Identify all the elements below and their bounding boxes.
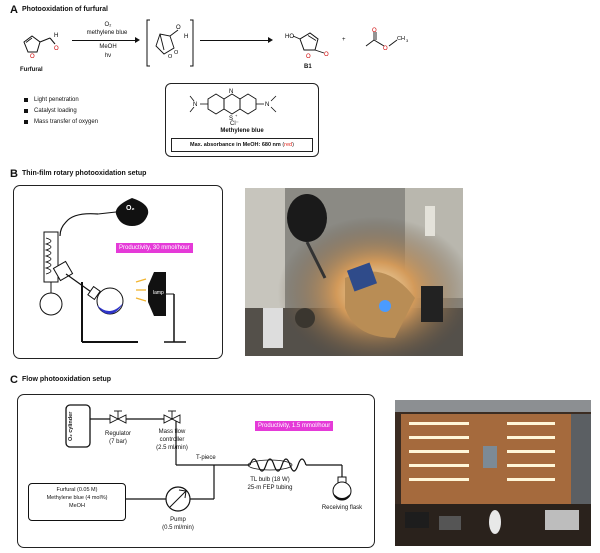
svg-text:O: O [176,25,181,31]
flow-photo-image [395,400,591,546]
feed-solution-box: Furfural (0.05 M) Methylene blue (4 mol%… [28,483,126,521]
panel-a-title: Photooxidation of furfural [22,6,108,13]
svg-text:3: 3 [406,38,409,43]
panel-b-title: Thin-film rotary photooxidation setup [22,170,147,177]
bullet-square-icon [24,97,28,102]
svg-text:H: H [184,34,188,40]
chloride-counterion: Cl⁻ [230,121,239,127]
svg-text:CH: CH [397,36,405,42]
endoperoxide-intermediate: O H O O [146,19,194,67]
reagent-o2: O₂ [104,22,112,28]
furfural-structure: H O O [23,33,59,60]
rotary-productivity-badge: Productivity, 30 mmol/hour [116,243,193,253]
mfc-flow-rate: (2.5 ml/min) [156,445,188,451]
svg-text:O: O [168,54,173,60]
mfc-label-line1: Mass flow [158,429,186,435]
flow-productivity-badge: Productivity, 1.5 mmol/hour [255,421,334,431]
bullet-square-icon [24,108,28,113]
arrow-head-2 [268,37,273,43]
rotary-setup-diagram: O₂ Productivity, 30 mmol/hour lamp [13,185,223,359]
svg-text:N: N [265,102,269,108]
reaction-arrow-2 [200,40,270,41]
svg-text:O: O [54,46,59,52]
pump-label: Pump [170,517,186,523]
bullet-item: Light penetration [24,94,98,105]
bullet-square-icon [24,119,28,124]
regulator-label: Regulator [104,431,131,437]
rotary-photo-image [245,188,463,356]
methylene-blue-box: N S + N N Cl⁻ Methylene blue Max. absorb… [165,83,319,157]
o2-cylinder-label: O₂ cylinder [68,411,74,441]
fep-tubing-label: 25-m FEP tubing [247,485,293,491]
flow-lines-drawing [65,404,352,512]
flow-setup-diagram: O₂ cylinder Regulator (7 bar) Mass flow … [17,394,375,548]
feed-line-solvent: MeOH [69,503,85,509]
regulator-pressure: (7 bar) [109,439,127,445]
svg-text:N: N [229,89,233,95]
svg-text:O: O [383,46,388,52]
methylene-blue-structure: N S + N N [189,89,277,121]
panel-c-letter: C [10,374,18,386]
panel-a-letter: A [10,4,18,16]
svg-text:O: O [324,52,329,58]
methylene-blue-label: Methylene blue [220,128,264,134]
rotary-setup-photo [245,188,463,356]
tl-bulb-label: TL bulb (18 W) [250,477,290,483]
svg-text:O: O [372,28,377,34]
methyl-formate-structure: O O CH 3 [365,28,409,52]
panel-b-letter: B [10,168,18,180]
arrow-head-1 [135,37,140,43]
flow-setup-photo [395,400,591,546]
svg-text:S: S [229,116,233,121]
panel-c-title: Flow photooxidation setup [22,376,112,383]
svg-text:O: O [30,54,35,60]
feed-line-catalyst: Methylene blue (4 mol%) [46,495,108,501]
plus-sign: + [342,37,346,43]
feed-line-furfural: Furfural (0.05 M) [56,487,98,493]
lamp-label: lamp [153,290,164,296]
absorbance-red-word: red [284,142,293,148]
mfc-label-line2: controller [159,437,185,443]
svg-text:O: O [174,50,179,56]
pump-flow-rate: (0.5 ml/min) [162,525,194,531]
furfural-label: Furfural [20,67,43,73]
svg-text:N: N [193,102,197,108]
receiving-flask-label: Receiving flask [321,505,363,511]
t-piece-label: T-piece [196,455,216,461]
reagent-light: hν [104,53,112,59]
product-b1-structure: HO O O [285,32,329,60]
absorbance-text: Max. absorbance in MeOH: 680 nm [190,142,281,148]
reagent-meoh: MeOH [99,44,117,50]
absorbance-box: Max. absorbance in MeOH: 680 nm (red) [171,138,313,152]
bullet-item: Catalyst loading [24,105,98,116]
reagent-methylene-blue: methylene blue [86,30,128,36]
svg-text:H: H [54,33,58,39]
challenges-list: Light penetration Catalyst loading Mass … [24,94,98,127]
reaction-arrow-1 [72,40,137,41]
bullet-item: Mass transfer of oxygen [24,116,98,127]
o2-balloon-label: O₂ [126,205,135,212]
product-b1-label: B1 [304,64,312,70]
rotary-evaporator-drawing [39,198,186,343]
svg-text:O: O [306,54,311,60]
svg-text:HO: HO [285,34,294,40]
svg-text:+: + [235,113,238,118]
